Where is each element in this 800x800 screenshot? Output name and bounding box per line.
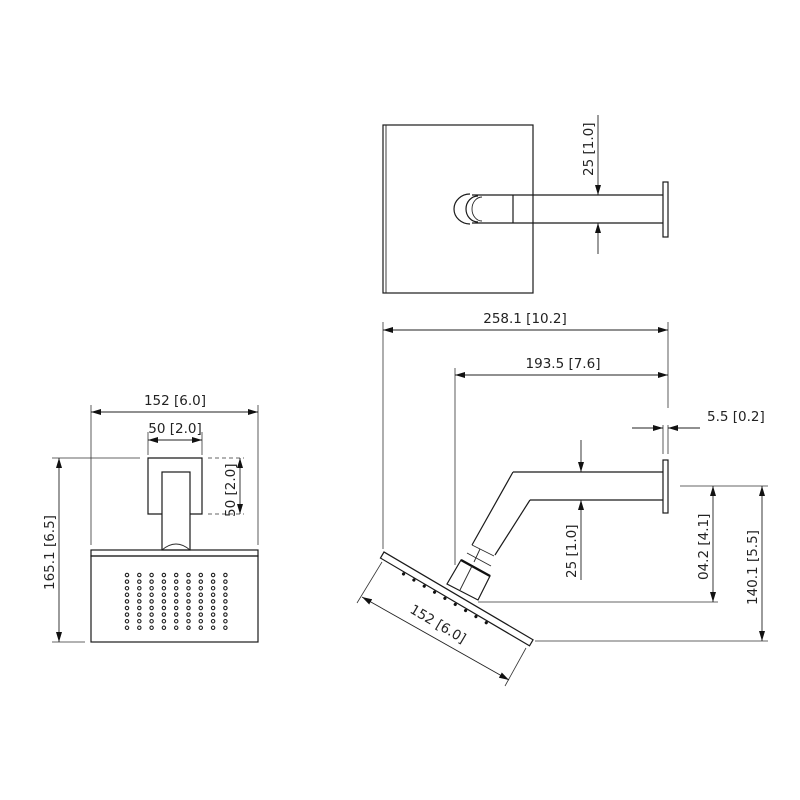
- head-width-label: 152 [6.0]: [144, 393, 206, 409]
- side-arm-flange: [662, 459, 669, 514]
- nozzle-grid: [124, 572, 228, 631]
- front-view: 152 [6.0] 50 [2.0] 50 [2.0] 165.1 [6.5]: [42, 393, 259, 643]
- side-arm-diameter-label: 25 [1.0]: [564, 525, 580, 578]
- flange-thickness-label: 5.5 [0.2]: [707, 409, 765, 425]
- arm-projection-label: 193.5 [7.6]: [526, 356, 601, 372]
- top-view: 25 [1.0]: [382, 115, 669, 294]
- front-head-body: [90, 555, 259, 643]
- front-head-top: [90, 549, 259, 557]
- escutcheon-height-label: 50 [2.0]: [223, 464, 239, 517]
- side-view: 258.1 [10.2] 193.5 [7.6] 5.5 [0.2]: [356, 311, 768, 687]
- escutcheon-ball: [453, 193, 471, 225]
- top-arm-diameter-label: 25 [1.0]: [581, 123, 597, 176]
- arm-drop-label: 04.2 [4.1]: [696, 514, 712, 580]
- overall-projection-label: 258.1 [10.2]: [483, 311, 567, 327]
- arm-flange: [662, 181, 669, 238]
- overall-drop-label: 140.1 [5.5]: [745, 530, 761, 605]
- escutcheon-width-label: 50 [2.0]: [148, 421, 201, 437]
- swivel-nut: [446, 559, 491, 601]
- overall-height-label: 165.1 [6.5]: [42, 515, 58, 590]
- front-escutcheon: [147, 457, 203, 515]
- front-arm: [161, 471, 191, 551]
- wall-plate: [382, 124, 534, 294]
